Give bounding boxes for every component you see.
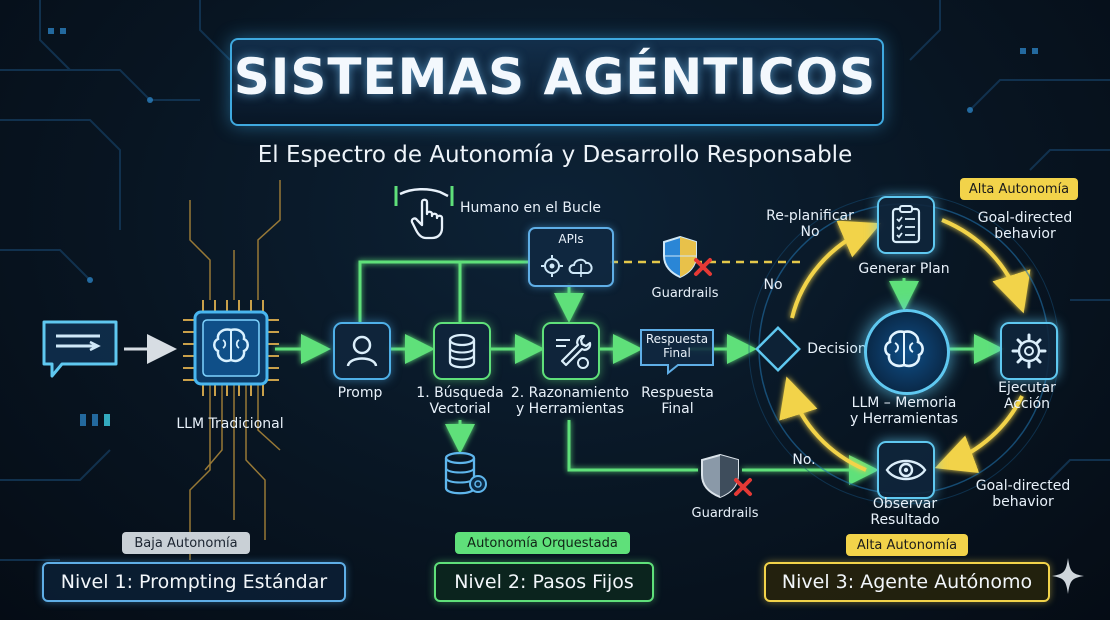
guardrails-top-label: Guardrails	[651, 286, 719, 301]
apis-label: APIs	[558, 232, 584, 246]
no-bottom-label: No.	[792, 452, 816, 468]
execute-action-node	[1000, 322, 1058, 380]
level1-box: Nivel 1: Prompting Estándar	[42, 562, 346, 602]
gear-icon	[1011, 333, 1047, 369]
level3-box: Nivel 3: Agente Autónomo	[764, 562, 1050, 602]
eye-icon	[885, 459, 927, 481]
no-left-label: No	[763, 277, 783, 293]
brain-chip-icon	[183, 300, 279, 400]
shield-icon	[662, 234, 716, 286]
subtitle: El Espectro de Autonomía y Desarrollo Re…	[257, 142, 853, 168]
user-icon	[346, 335, 378, 367]
vector-search-node	[433, 322, 491, 380]
human-in-loop-label: Humano en el Bucle	[459, 200, 602, 216]
goal-directed-bottom-label: Goal-directed behavior	[975, 478, 1071, 511]
observe-result-node	[877, 441, 935, 499]
vector-search-label: 1. Búsqueda Vectorial	[416, 385, 504, 418]
response-final-box-text: Respuesta Final	[645, 332, 709, 360]
clipboard-icon	[891, 205, 921, 244]
autonomy-loop	[779, 218, 1031, 473]
page-title: SISTEMAS AGÉNTICOS	[233, 48, 877, 106]
chat-icon	[40, 318, 120, 384]
guardrails-bottom-label: Guardrails	[691, 506, 759, 521]
tools-icon	[556, 334, 592, 369]
llm-memory-label: LLM – Memoria y Herramientas	[849, 395, 959, 428]
brain-icon	[884, 330, 924, 368]
observe-result-label: Observar Resultado	[870, 496, 940, 529]
prompt-label: Promp	[337, 385, 383, 401]
database-icon	[448, 333, 476, 369]
shield-bottom-icon	[700, 452, 758, 506]
decision-diamond	[755, 326, 801, 372]
llm-traditional-label: LLM Tradicional	[176, 416, 284, 432]
hand-cursor-icon	[392, 180, 462, 246]
badge-high-autonomy-top: Alta Autonomía	[960, 178, 1078, 200]
green-connectors	[275, 260, 1004, 485]
badge-high-autonomy-bottom: Alta Autonomía	[846, 534, 968, 556]
decision-label: Decision	[807, 341, 867, 357]
reasoning-node	[542, 322, 600, 380]
apis-box: APIs	[528, 227, 614, 287]
response-final-box: Respuesta Final	[638, 327, 716, 375]
sparkle-icon	[1050, 556, 1086, 600]
prompt-node	[333, 322, 391, 380]
database-storage-icon	[440, 450, 490, 502]
generate-plan-node	[877, 196, 935, 254]
generate-plan-label: Generar Plan	[858, 261, 950, 277]
execute-action-label: Ejecutar Acción	[998, 380, 1056, 413]
level2-box: Nivel 2: Pasos Fijos	[434, 562, 654, 602]
llm-memory-node	[864, 309, 950, 395]
badge-low-autonomy: Baja Autonomía	[122, 532, 250, 554]
reasoning-label: 2. Razonamiento y Herramientas	[510, 385, 630, 418]
replan-label: Re-planificar No	[766, 208, 854, 241]
gear-cloud-icon	[541, 255, 593, 277]
goal-directed-top-label: Goal-directed behavior	[977, 210, 1073, 243]
title-frame	[230, 38, 884, 126]
circuit-traces	[0, 0, 1110, 561]
badge-orchestrated-autonomy: Autonomía Orquestada	[455, 532, 630, 554]
response-final-label: Respuesta Final	[641, 385, 714, 418]
